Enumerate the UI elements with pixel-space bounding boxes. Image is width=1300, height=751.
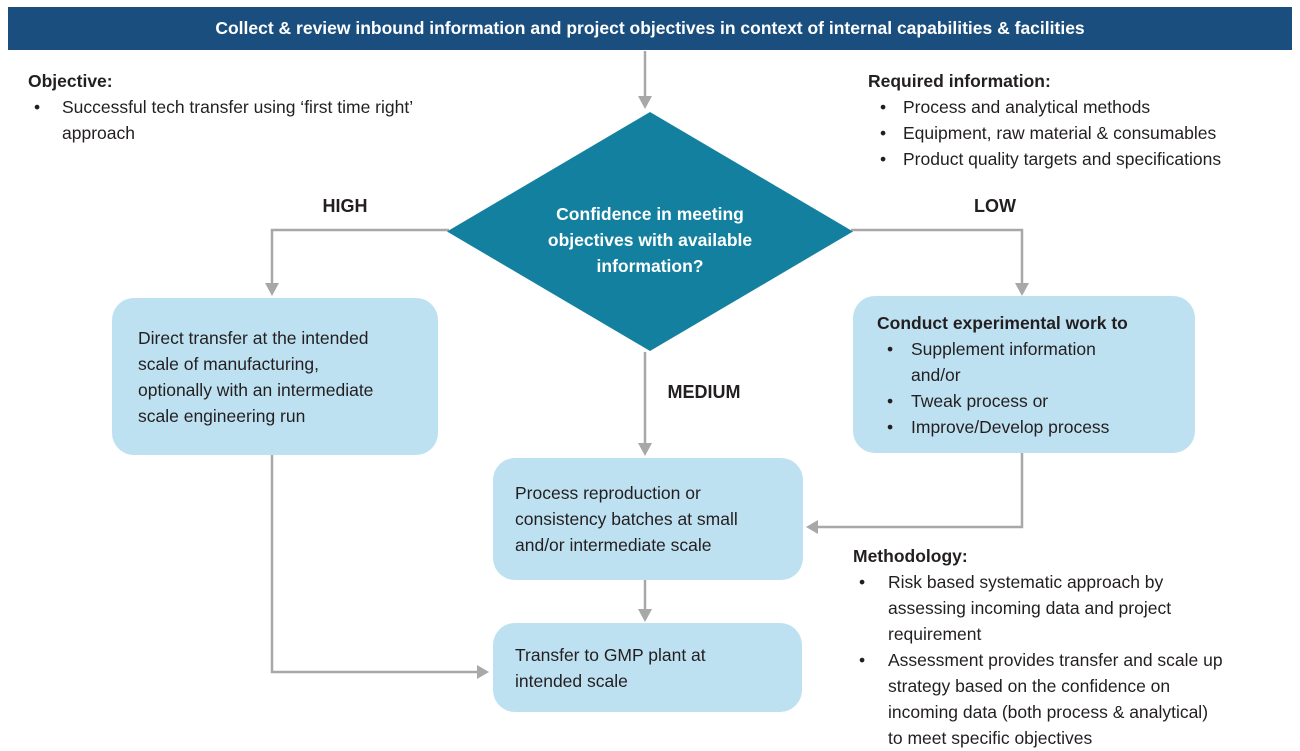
- box-process-reproduction: Process reproduction or consistency batc…: [493, 458, 803, 580]
- required-information-heading: Required information:: [868, 71, 1051, 91]
- branch-label-high: HIGH: [322, 196, 368, 216]
- required-information-item: Equipment, raw material & consumables: [880, 120, 1288, 146]
- objective-heading: Objective:: [28, 71, 113, 91]
- methodology-heading: Methodology:: [853, 546, 968, 566]
- required-information-item: Product quality targets and specificatio…: [880, 146, 1288, 172]
- box-experimental-work-item: Supplement information and/or: [887, 336, 1187, 388]
- box-experimental-work-list: Supplement information and/or Tweak proc…: [877, 336, 1187, 440]
- box-process-reproduction-text: Process reproduction or consistency batc…: [515, 483, 738, 555]
- header-banner-title: Collect & review inbound information and…: [215, 18, 1085, 38]
- box-direct-transfer-text: Direct transfer at the intended scale of…: [138, 327, 374, 426]
- arrow-decision-low-to-experimental: [851, 228, 1029, 296]
- box-transfer-gmp-text: Transfer to GMP plant at intended scale: [515, 644, 706, 691]
- arrow-experimental-to-reproduction: [806, 452, 1024, 534]
- required-information-item: Process and analytical methods: [880, 94, 1288, 120]
- arrow-banner-to-decision: [638, 51, 652, 109]
- arrow-reproduction-to-gmp: [638, 580, 652, 622]
- decision-question: Confidence in meeting objectives with av…: [547, 203, 753, 276]
- branch-label-medium: MEDIUM: [667, 382, 741, 402]
- required-information-block: Required information: Process and analyt…: [868, 68, 1288, 172]
- objective-block: Objective: Successful tech transfer usin…: [28, 68, 498, 146]
- objective-item: Successful tech transfer using ‘first ti…: [34, 94, 498, 146]
- arrow-direct-to-gmp: [270, 455, 489, 679]
- objective-list: Successful tech transfer using ‘first ti…: [28, 94, 498, 146]
- box-experimental-work-heading: Conduct experimental work to: [877, 312, 1128, 333]
- box-experimental-work: Conduct experimental work to Supplement …: [853, 296, 1195, 453]
- header-banner: Collect & review inbound information and…: [8, 7, 1292, 50]
- required-information-list: Process and analytical methods Equipment…: [868, 94, 1288, 172]
- box-experimental-work-item: Improve/Develop process: [887, 414, 1187, 440]
- branch-label-low: LOW: [974, 196, 1016, 216]
- methodology-item: Assessment provides transfer and scale u…: [859, 647, 1300, 751]
- arrow-decision-medium-to-reproduction: [638, 352, 652, 456]
- box-direct-transfer: Direct transfer at the intended scale of…: [112, 298, 438, 455]
- methodology-item: Risk based systematic approach by assess…: [859, 569, 1300, 647]
- methodology-block: Methodology: Risk based systematic appro…: [853, 543, 1300, 751]
- box-experimental-work-item: Tweak process or: [887, 388, 1187, 414]
- arrow-decision-high-to-direct: [265, 228, 449, 296]
- methodology-list: Risk based systematic approach by assess…: [853, 569, 1300, 751]
- box-transfer-gmp: Transfer to GMP plant at intended scale: [493, 623, 802, 712]
